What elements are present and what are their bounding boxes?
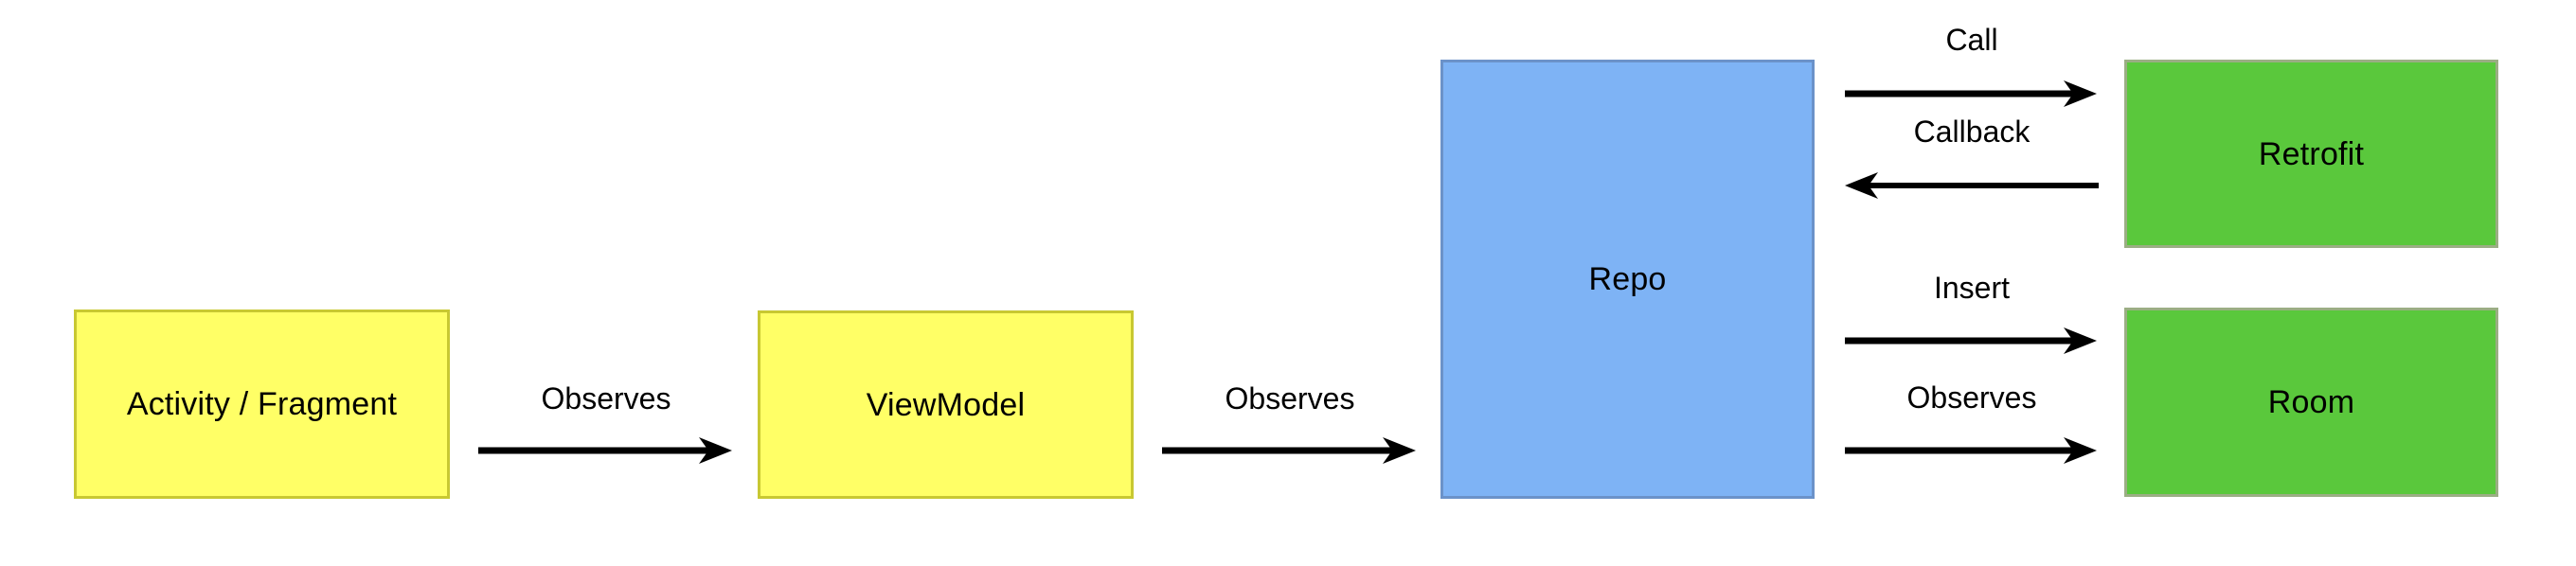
node-room[interactable]: Room: [2124, 308, 2498, 497]
edge-label-repo-retrofit-call: Call: [1945, 23, 1998, 57]
node-retrofit[interactable]: Retrofit: [2124, 60, 2498, 248]
edge-label-retrofit-repo-callback: Callback: [1913, 115, 2030, 149]
node-viewmodel-label: ViewModel: [866, 386, 1026, 423]
arrow-right-icon: [1845, 80, 2097, 107]
arrow-right-icon: [1845, 327, 2097, 354]
arrow-right-icon: [1162, 437, 1416, 464]
edge-activity-viewmodel: [478, 437, 734, 464]
edge-repo-retrofit-call: [1845, 80, 2099, 107]
edge-retrofit-repo-callback: [1845, 172, 2099, 199]
node-retrofit-label: Retrofit: [2258, 135, 2365, 172]
node-repo-label: Repo: [1588, 261, 1667, 297]
arrow-right-icon: [1845, 437, 2097, 464]
edge-repo-room-observes: [1845, 437, 2099, 464]
node-viewmodel[interactable]: ViewModel: [758, 310, 1134, 499]
node-room-label: Room: [2267, 384, 2355, 420]
edge-viewmodel-repo: [1162, 437, 1418, 464]
edge-label-repo-room-observes: Observes: [1906, 380, 2037, 415]
edge-label-viewmodel-repo: Observes: [1225, 381, 1355, 416]
edge-label-repo-room-insert: Insert: [1933, 271, 2011, 305]
node-activity-fragment-label: Activity / Fragment: [126, 386, 398, 422]
edge-repo-room-insert: [1845, 327, 2099, 354]
edge-label-activity-viewmodel: Observes: [541, 381, 671, 416]
node-activity-fragment[interactable]: Activity / Fragment: [74, 310, 450, 499]
node-repo[interactable]: Repo: [1440, 60, 1815, 499]
arrow-left-icon: [1845, 172, 2099, 199]
arrow-right-icon: [478, 437, 732, 464]
